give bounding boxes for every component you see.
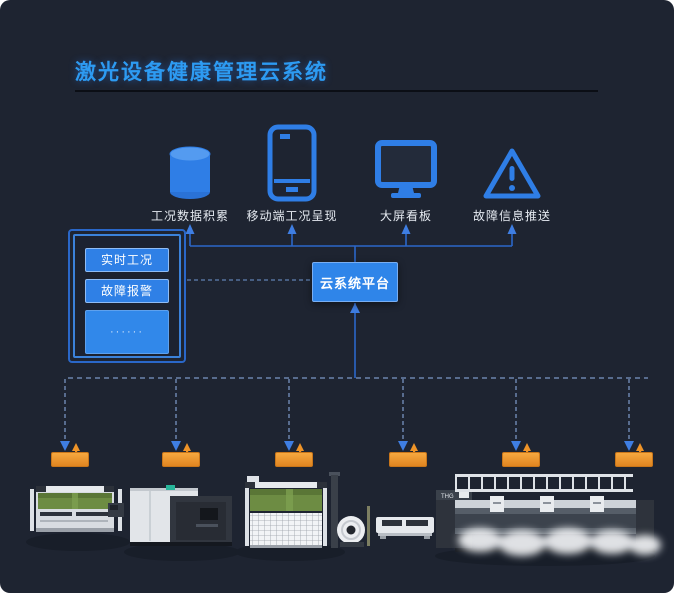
cloud-platform-label: 云系统平台 [319, 275, 390, 291]
service-dashboard: 大屏看板 [341, 124, 471, 224]
collector-box [51, 452, 89, 467]
hmi-screen: ······ [85, 310, 169, 354]
collector-box [615, 452, 653, 467]
service-fault-push: 故障信息推送 [447, 124, 577, 224]
machine-laser-cutter-1 [30, 486, 124, 532]
machine-laser-cutter-2 [245, 476, 327, 548]
service-label: 故障信息推送 [472, 209, 551, 223]
hmi-panel-frame: 实时工况 故障报警 ······ [73, 234, 181, 358]
hmi-screen-placeholder: ······ [110, 326, 144, 338]
hmi-panel: 实时工况 故障报警 ······ [68, 229, 186, 363]
monitor-icon [374, 124, 438, 202]
machine-coil-feeder [329, 472, 370, 548]
mobile-icon [266, 124, 318, 202]
collector-box [502, 452, 540, 467]
fault-alarm-button[interactable]: 故障报警 [85, 279, 169, 303]
service-data-accumulation: 工况数据积累 [125, 124, 255, 224]
service-mobile-status: 移动端工况呈现 [227, 124, 357, 224]
collector-box [389, 452, 427, 467]
machine-cnc-center [130, 485, 232, 546]
service-label: 工况数据积累 [150, 209, 229, 223]
machine-blanking-line: THG [436, 474, 661, 556]
realtime-status-button[interactable]: 实时工况 [85, 248, 169, 272]
collector-box [275, 452, 313, 467]
collector-box [162, 452, 200, 467]
title-divider [75, 90, 598, 92]
machine-brand-label: THG [441, 494, 454, 500]
database-icon [163, 124, 217, 202]
service-label: 大屏看板 [379, 209, 432, 223]
warning-icon [482, 124, 542, 202]
machine-marking-bench [376, 517, 434, 539]
cloud-platform-node[interactable]: 云系统平台 [312, 262, 398, 302]
page-title: 激光设备健康管理云系统 [75, 61, 328, 84]
service-label: 移动端工况呈现 [246, 209, 338, 223]
